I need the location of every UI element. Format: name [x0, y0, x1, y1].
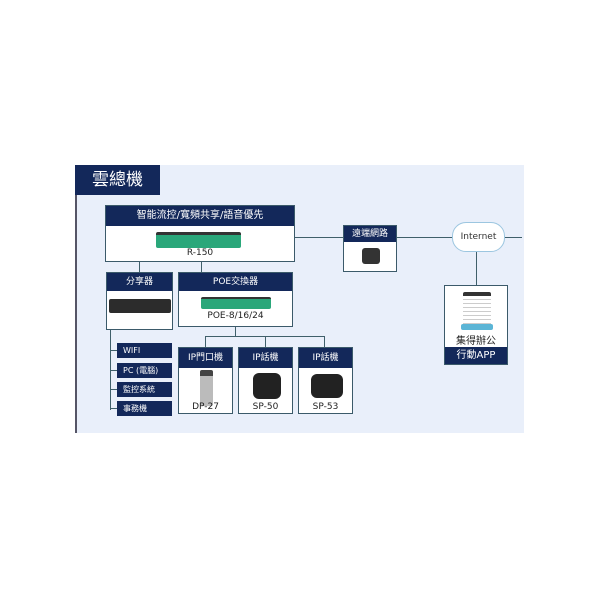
connector-line [397, 237, 455, 238]
ip-phone-icon [253, 373, 281, 399]
connector-line [110, 370, 117, 371]
door-phone-icon [200, 370, 213, 406]
sharer-box: 分享器 [106, 272, 173, 330]
connector-line [139, 262, 140, 272]
connector-line [265, 336, 266, 347]
device-model: SP-53 [312, 402, 339, 412]
device-box-sp50: IP話機 SP-50 [238, 347, 293, 414]
device-header: IP話機 [299, 348, 352, 368]
diagram-title: 雲總機 [75, 165, 160, 195]
side-item-surveillance: 監控系統 [117, 382, 172, 397]
poe-device-icon [201, 297, 271, 309]
sharer-header: 分享器 [107, 273, 172, 291]
device-header: IP話機 [239, 348, 292, 368]
side-item-wifi: WIFI [117, 343, 172, 358]
device-header: IP門口機 [179, 348, 232, 368]
side-item-office-machine: 事務機 [117, 401, 172, 416]
device-box-dp27: IP門口機 DP-27 [178, 347, 233, 414]
poe-header: POE交換器 [179, 273, 292, 291]
router-device-icon [156, 232, 241, 248]
device-model: SP-50 [252, 402, 279, 412]
router-model: R-150 [186, 248, 214, 258]
remote-header: 遠端網路 [344, 226, 396, 242]
side-item-pc: PC (電腦) [117, 363, 172, 378]
connector-line [110, 408, 117, 409]
router-header: 智能流控/寬頻共享/語音優先 [106, 206, 294, 226]
app-footer: 行動APP [445, 347, 507, 364]
remote-network-box: 遠端網路 [343, 225, 397, 272]
router-box: 智能流控/寬頻共享/語音優先 R-150 [105, 205, 295, 262]
connector-line [235, 327, 236, 336]
app-screenshot-icon [463, 292, 491, 330]
connector-line [324, 336, 325, 347]
device-box-sp53: IP話機 SP-53 [298, 347, 353, 414]
switch-device-icon [109, 299, 171, 313]
connector-line [201, 262, 202, 272]
connector-line [110, 389, 117, 390]
poe-switch-box: POE交換器 POE-8/16/24 [178, 272, 293, 327]
internet-cloud-icon: Internet [452, 222, 505, 252]
connector-line [295, 237, 343, 238]
connector-line [205, 336, 206, 347]
connector-line [502, 237, 522, 238]
ip-phone-icon [311, 374, 343, 398]
connector-line [476, 250, 477, 285]
gateway-device-icon [362, 248, 380, 264]
poe-model: POE-8/16/24 [207, 311, 264, 321]
app-logo-icon [461, 324, 493, 330]
connector-line [110, 350, 117, 351]
mobile-app-box: 集得辦公 行動APP [444, 285, 508, 365]
device-model: DP-27 [192, 402, 219, 412]
app-name: 集得辦公 [456, 336, 496, 347]
